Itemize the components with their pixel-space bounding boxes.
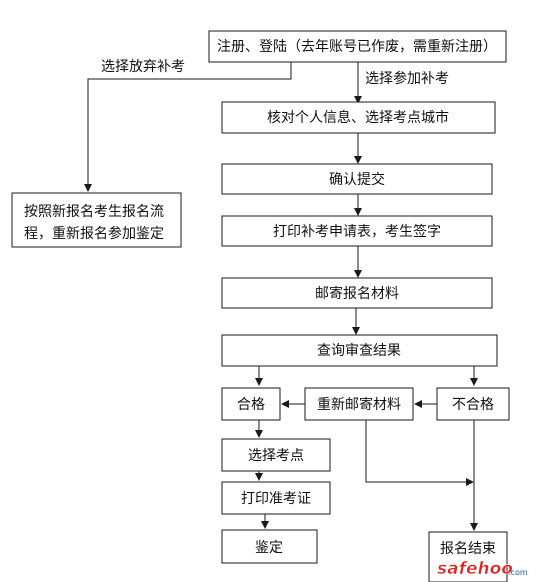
print-form-box: 打印补考申请表，考生签字 [221, 215, 493, 247]
appraisal-label: 鉴定 [255, 540, 283, 556]
remail-materials-box: 重新邮寄材料 [304, 387, 414, 421]
give-up-label: 选择放弃补考 [101, 59, 185, 75]
check-result-label: 查询审查结果 [317, 343, 401, 359]
verify-info-label: 核对个人信息、选择考点城市 [267, 109, 449, 126]
appraisal-box: 鉴定 [221, 529, 318, 564]
qualified-label: 合格 [237, 397, 265, 413]
signup-end-label: 报名结束 [440, 541, 496, 557]
join-label: 选择参加补考 [365, 70, 449, 87]
qualified-box: 合格 [221, 387, 281, 421]
print-admission-box: 打印准考证 [221, 481, 331, 515]
register-box: 注册、登陆（去年账号已作废，需重新注册） [208, 30, 507, 63]
new-flow-box: 按照新报名考生报名流 程，重新报名参加鉴定 [11, 192, 182, 248]
watermark-suffix: .com [508, 568, 528, 577]
print-admission-label: 打印准考证 [241, 490, 311, 507]
confirm-submit-box: 确认提交 [221, 163, 493, 195]
unqualified-box: 不合格 [436, 387, 510, 421]
watermark-text: safehoo [437, 559, 513, 579]
register-label: 注册、登陆（去年账号已作废，需重新注册） [217, 39, 497, 55]
signup-end-box: 报名结束 [428, 531, 508, 582]
connectors [84, 62, 478, 531]
choose-site-label: 选择考点 [248, 448, 304, 464]
new-flow-label-line2: 程，重新报名参加鉴定 [24, 225, 164, 242]
confirm-submit-label: 确认提交 [329, 171, 385, 188]
print-form-label: 打印补考申请表，考生签字 [273, 223, 441, 240]
choose-site-box: 选择考点 [221, 438, 331, 472]
arrow-remail-to-signup-end [365, 420, 474, 486]
arrow-register-to-new-flow [84, 62, 292, 192]
unqualified-label: 不合格 [452, 397, 494, 413]
check-result-box: 查询审查结果 [221, 334, 498, 367]
mail-materials-label: 邮寄报名材料 [315, 285, 399, 302]
new-flow-label-line1: 按照新报名考生报名流 [24, 204, 164, 220]
remail-materials-label: 重新邮寄材料 [317, 396, 401, 413]
mail-materials-box: 邮寄报名材料 [221, 277, 493, 309]
verify-info-box: 核对个人信息、选择考点城市 [221, 101, 496, 134]
safehoo-watermark: safehoo .com [437, 559, 528, 580]
